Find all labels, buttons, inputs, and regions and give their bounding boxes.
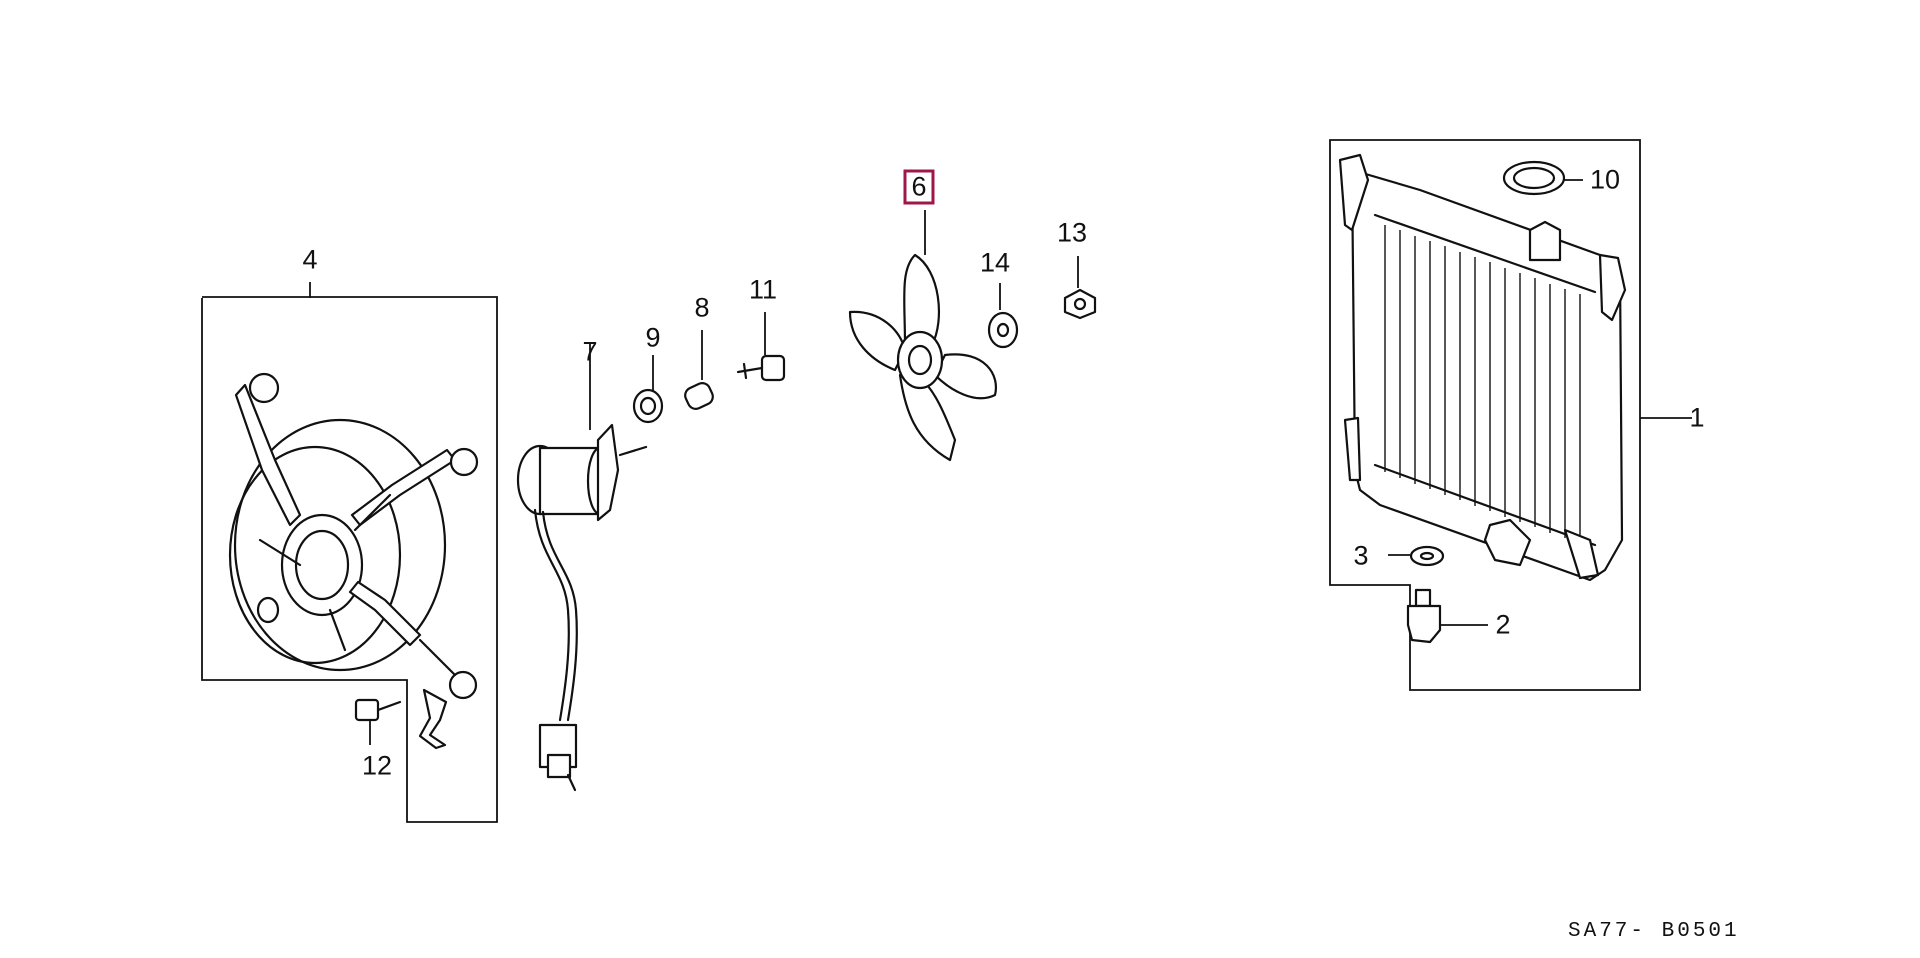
drain-plug-part-2[interactable] <box>1406 588 1488 644</box>
drawing-code: SA77- B0501 <box>1568 920 1740 943</box>
label-part-14[interactable]: 14 <box>979 247 1011 278</box>
radiator-part-1[interactable] <box>1338 153 1627 582</box>
label-part-2[interactable]: 2 <box>1495 609 1511 640</box>
label-part-3[interactable]: 3 <box>1353 540 1369 571</box>
bolt-part-11[interactable] <box>736 312 786 382</box>
radiator-cap-part-10[interactable] <box>1502 160 1583 196</box>
label-part-7[interactable]: 7 <box>582 336 598 367</box>
washer-part-3[interactable] <box>1388 545 1445 567</box>
label-part-9[interactable]: 9 <box>645 322 661 353</box>
collar-part-9[interactable] <box>632 355 664 424</box>
label-part-13[interactable]: 13 <box>1056 217 1088 248</box>
label-part-4[interactable]: 4 <box>302 244 318 275</box>
bolt-part-12[interactable] <box>354 698 402 745</box>
clip-bracket[interactable] <box>418 688 448 750</box>
nut-part-13[interactable] <box>1063 256 1097 320</box>
washer-part-14[interactable] <box>987 283 1019 349</box>
label-part-8[interactable]: 8 <box>694 292 710 323</box>
label-part-1[interactable]: 1 <box>1689 402 1705 433</box>
shroud-group-bracket <box>201 282 498 823</box>
label-part-11[interactable]: 11 <box>748 274 778 305</box>
label-part-10[interactable]: 10 <box>1589 164 1621 195</box>
fan-motor-part-7[interactable] <box>516 343 648 792</box>
fan-shroud-part-4[interactable] <box>228 372 479 700</box>
label-part-6-selected[interactable]: 6 <box>903 169 935 205</box>
spacer-part-8[interactable] <box>683 330 716 411</box>
label-part-12[interactable]: 12 <box>361 750 393 781</box>
fan-blade-part-6[interactable] <box>848 210 997 462</box>
radiator-group-bracket <box>1329 139 1692 691</box>
